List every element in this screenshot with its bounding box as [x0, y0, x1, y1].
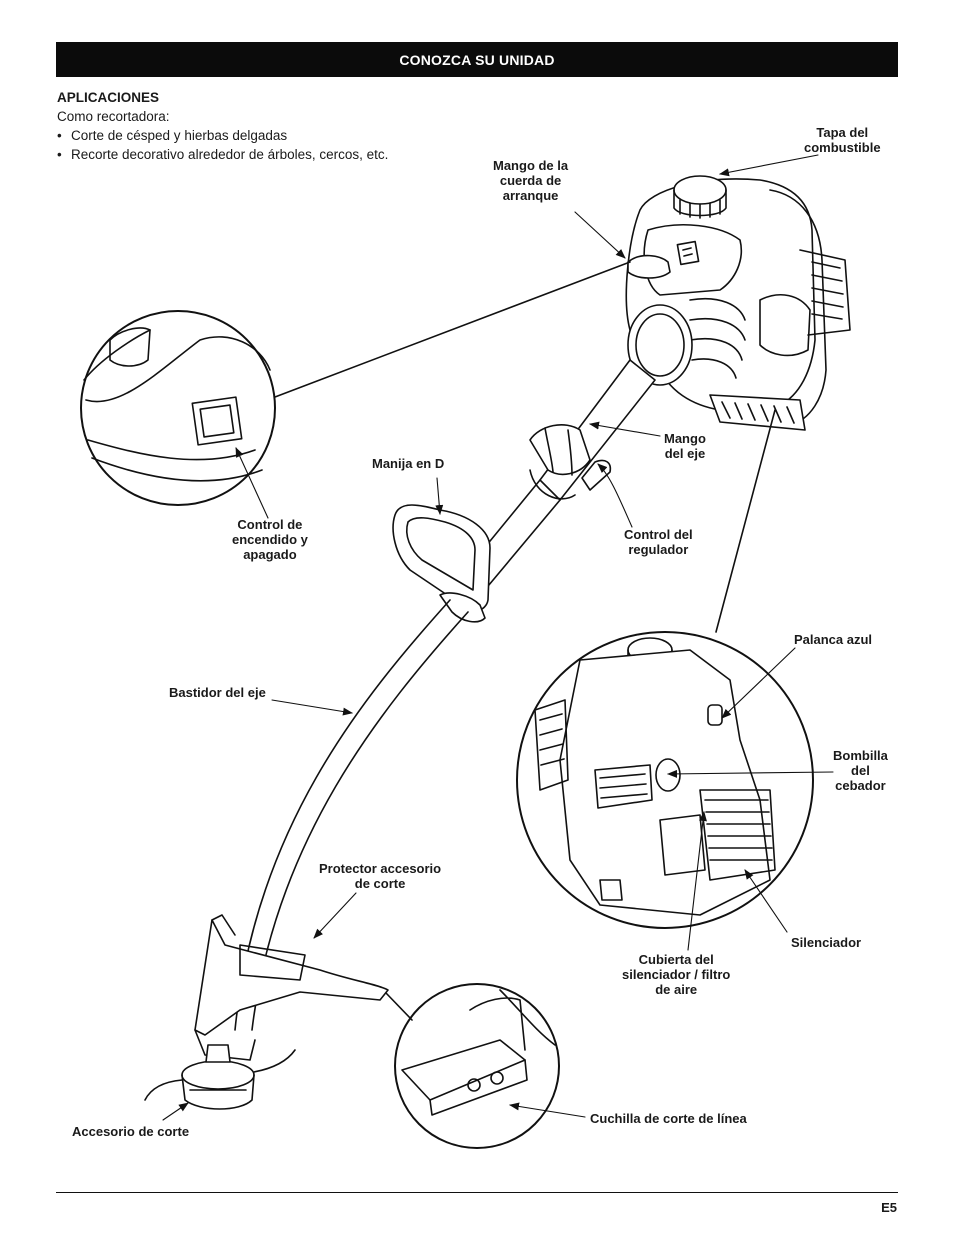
label-d-handle: Manija en D: [372, 456, 445, 471]
engine-drawing: [625, 175, 851, 431]
label-cutting-attachment: Accesorio de corte: [72, 1124, 190, 1139]
list-item: Recorte decorativo alrededor de árboles,…: [57, 145, 388, 164]
leader-arrows: [162, 154, 834, 1121]
label-shaft-housing: Bastidor del eje: [169, 685, 266, 700]
applications-list: Corte de césped y hierbas delgadas Recor…: [57, 126, 388, 164]
label-muffler-cover: Cubierta del silenciador / filtro de air…: [622, 952, 731, 997]
intro-block: APLICACIONES Como recortadora: Corte de …: [57, 88, 388, 164]
label-shaft-handle: Mango del eje: [664, 431, 706, 461]
blade-inset-drawing: [394, 983, 560, 1149]
list-item: Corte de césped y hierbas delgadas: [57, 126, 388, 145]
engine-inset-drawing: [516, 631, 814, 929]
section-header-title: CONOZCA SU UNIDAD: [399, 51, 555, 68]
label-guard: Protector accesorio de corte: [319, 861, 442, 891]
label-throttle-control: Control del regulador: [624, 527, 693, 557]
d-handle-drawing: [392, 504, 491, 623]
switch-inset-drawing: [80, 310, 276, 506]
footer-divider: [56, 1192, 898, 1193]
label-muffler: Silenciador: [791, 935, 862, 950]
label-fuel-cap: Tapa del combustible: [804, 125, 881, 155]
page-number: E5: [881, 1200, 897, 1215]
upper-shaft-drawing: [449, 359, 656, 611]
label-on-off-control: Control de encendido y apagado: [232, 517, 308, 562]
label-starter-handle: Mango de la cuerda de arranque: [493, 158, 569, 203]
applications-title: APLICACIONES: [57, 90, 160, 105]
label-line-blade: Cuchilla de corte de línea: [590, 1111, 747, 1126]
section-header-bar: CONOZCA SU UNIDAD: [56, 42, 898, 77]
label-primer-bulb: Bombilla del cebador: [833, 748, 888, 793]
label-blue-lever: Palanca azul: [794, 632, 873, 647]
guard-drawing: [144, 914, 389, 1110]
applications-lead: Como recortadora:: [57, 109, 170, 124]
